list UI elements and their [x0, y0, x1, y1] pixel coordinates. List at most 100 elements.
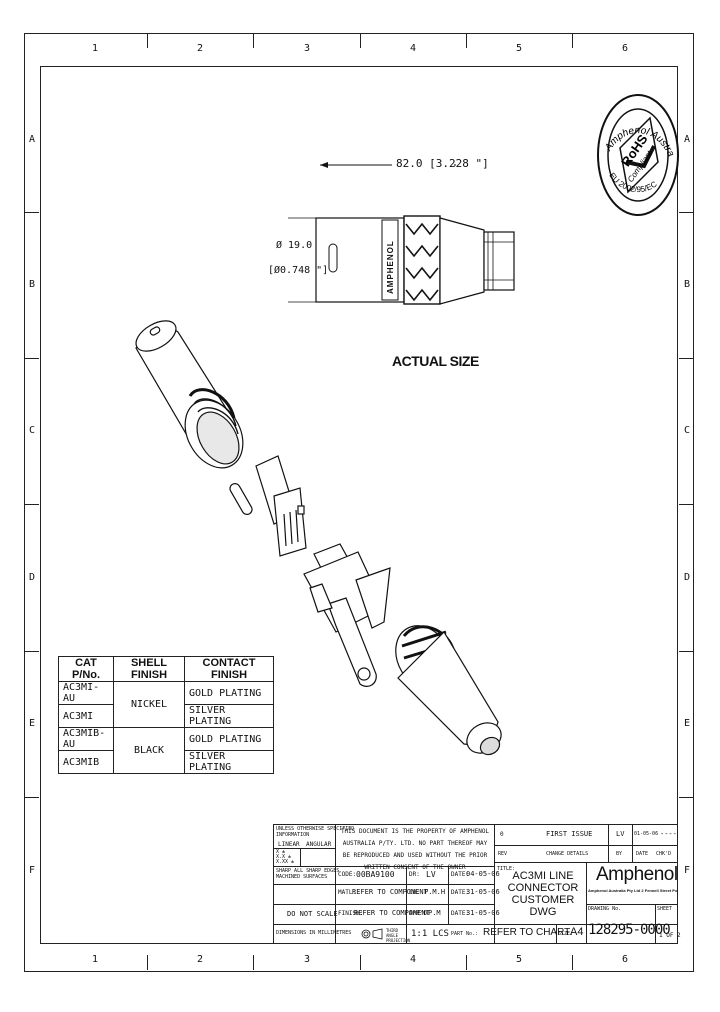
zone-col-6-top: 6 — [621, 43, 629, 54]
rev-extra: ---- — [660, 830, 677, 838]
rev-header-rev: REV — [498, 851, 508, 857]
zone-row-a-left: A — [28, 134, 36, 145]
zone-tick — [679, 651, 694, 652]
zone-tick — [24, 212, 39, 213]
zone-row-e-left: E — [28, 718, 36, 729]
title-line-3: CUSTOMER DWG — [511, 894, 575, 918]
cell-cat: AC3MIB-AU — [58, 727, 114, 751]
rev-header-chk: CHK'D — [656, 851, 672, 857]
rev-by: LV — [616, 830, 625, 838]
catalogue-table: CAT P/No. SHELL FINISH CONTACT FINISH AC… — [58, 656, 274, 774]
title-line-2: CONNECTOR — [507, 882, 579, 894]
third-angle-label: THIRD ANGLE PROJECTION — [386, 928, 411, 943]
part-no-value: REFER TO CHART — [483, 927, 571, 938]
drawing-number: 128295-0000 — [588, 922, 671, 938]
zone-row-b-left: B — [28, 279, 36, 290]
zone-col-2-bottom: 2 — [196, 954, 204, 965]
cell-cat: AC3MI — [58, 704, 114, 728]
code-value: 00BA9100 — [356, 870, 395, 879]
sheet-size-value: A4 — [570, 926, 584, 938]
cell-shell: NICKEL — [113, 681, 185, 728]
zone-tick — [572, 955, 573, 970]
connector-side-view — [288, 215, 515, 305]
surface-note: SHARP ALL SHARP EDGES MACHINED SURFACES — [276, 868, 340, 880]
drawing-no-label: DRAWING No. — [588, 906, 622, 912]
table-header-row: CAT P/No. SHELL FINISH CONTACT FINISH — [58, 656, 274, 682]
zone-tick — [24, 504, 39, 505]
tolerance-title: UNLESS OTHERWISE SPECIFIED INFORMATION — [276, 826, 355, 838]
diameter-in-label: [Ø0.748 "] — [268, 265, 329, 276]
divider — [273, 924, 678, 925]
length-dimension-label: 82.0 [3.228 "] — [396, 157, 489, 170]
scale-value: 1:1 LCS — [411, 929, 449, 939]
diameter-mm-label: Ø 19.0 — [276, 240, 313, 251]
divider — [586, 862, 587, 944]
zone-col-2-top: 2 — [196, 43, 204, 54]
date2-value: 31-05-06 — [466, 888, 500, 896]
zone-col-6-bottom: 6 — [621, 954, 629, 965]
divider — [273, 904, 495, 905]
date3-label: DATE: — [451, 910, 470, 917]
cell-shell: BLACK — [113, 727, 185, 774]
ch-value: P.M.H — [424, 888, 446, 896]
divider — [556, 924, 557, 944]
title-label: TITLE: — [497, 866, 516, 872]
cell-contact: SILVER PLATING — [184, 704, 274, 728]
rev-description: FIRST ISSUE — [546, 830, 593, 838]
sheet-size-label: SIZE: — [558, 931, 574, 937]
zone-tick — [572, 33, 573, 48]
drawing-border-outer — [24, 33, 694, 972]
divider — [273, 884, 495, 885]
zone-col-4-bottom: 4 — [409, 954, 417, 965]
zone-tick — [679, 504, 694, 505]
tolerance-angular: ANGULAR — [306, 841, 332, 848]
date2-label: DATE: — [451, 889, 470, 896]
zone-tick — [466, 33, 467, 48]
zone-tick — [24, 797, 39, 798]
zone-row-c-left: C — [28, 425, 36, 436]
rev-header-desc: CHANGE DETAILS — [546, 851, 589, 857]
zone-tick — [253, 33, 254, 48]
date3-value: 31-05-06 — [466, 909, 500, 917]
cell-contact: GOLD PLATING — [184, 681, 274, 705]
zone-col-3-bottom: 3 — [303, 954, 311, 965]
cell-contact: GOLD PLATING — [184, 727, 274, 751]
date1-label: DATE: — [451, 871, 470, 878]
brand-on-part: AMPHENOL — [386, 240, 395, 294]
drawing-title: AC3MI LINE CONNECTOR CUSTOMER DWG — [500, 870, 586, 918]
front-shell — [135, 320, 244, 469]
table-row: AC3MIB-AU BLACK GOLD PLATING — [58, 727, 274, 774]
zone-tick — [24, 651, 39, 652]
zone-col-4-top: 4 — [409, 43, 417, 54]
dimensions-units: DIMENSIONS IN MILLIMETRES — [276, 930, 352, 936]
title-line-1: AC3MI LINE — [512, 870, 574, 882]
zone-tick — [360, 955, 361, 970]
rev-id: 0 — [500, 831, 504, 838]
cell-cat: AC3MI-AU — [58, 681, 114, 705]
zone-tick — [466, 955, 467, 970]
divider — [655, 904, 656, 944]
zone-row-c-right: C — [683, 425, 691, 436]
finish-label: FINISH: — [338, 910, 364, 917]
sheet-value: 1 OF 2 — [659, 932, 681, 939]
divider — [273, 848, 335, 849]
divider — [406, 866, 407, 944]
tolerance-linear: LINEAR — [278, 841, 300, 848]
table-row: AC3MI-AU NICKEL GOLD PLATING — [58, 681, 274, 728]
app-label: APP'D: — [409, 910, 431, 917]
zone-row-f-right: F — [683, 865, 691, 876]
zone-row-e-right: E — [683, 718, 691, 729]
zone-col-3-top: 3 — [303, 43, 311, 54]
cell-cat: AC3MIB — [58, 750, 114, 774]
col-header-shell: SHELL FINISH — [113, 656, 185, 682]
code-label: CODE: — [338, 871, 357, 878]
rohs-stamp: Amphenol Australia RoHS Compliant EU 200… — [596, 88, 679, 216]
zone-tick — [24, 358, 39, 359]
divider — [495, 845, 678, 846]
zone-row-b-right: B — [683, 279, 691, 290]
divider — [273, 866, 495, 867]
divider — [586, 904, 678, 905]
material-label: MATL: — [338, 889, 357, 896]
zone-col-5-bottom: 5 — [515, 954, 523, 965]
divider — [632, 824, 633, 862]
